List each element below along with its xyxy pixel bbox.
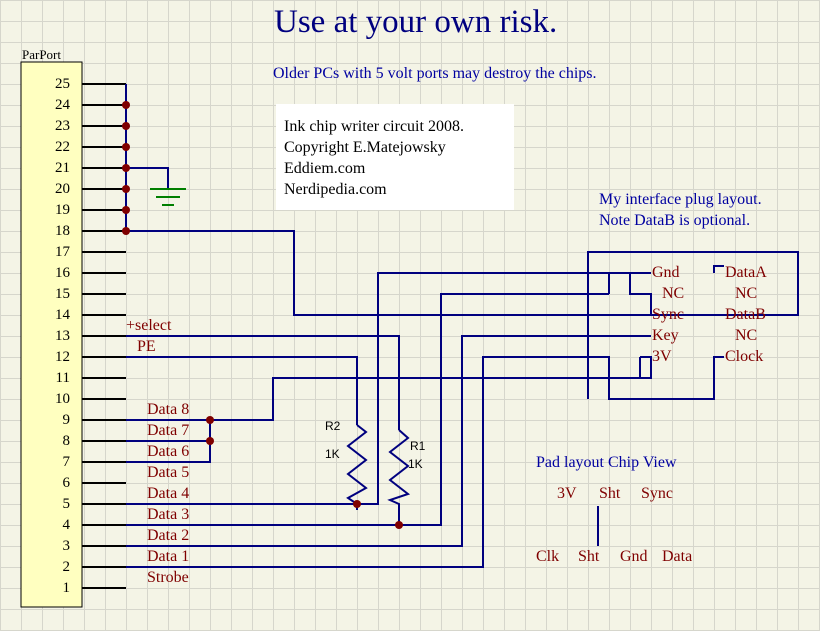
junction-dot [122, 122, 130, 130]
plug-pin-left: Key [652, 327, 679, 344]
page-title: Use at your own risk. [274, 4, 558, 40]
plug-pin-left: Gnd [652, 264, 680, 281]
pin-number: 8 [62, 433, 71, 449]
signal-label-data1: Data 1 [147, 548, 190, 565]
signal-label-data3: Data 3 [147, 506, 190, 523]
pin-number: 3 [62, 538, 71, 554]
3v-wire [210, 356, 652, 421]
pad-top-label: 3V [557, 485, 577, 502]
pad-top-label: Sht [599, 485, 621, 502]
plug-pin-right: DataA [725, 264, 767, 281]
r1-resistor-symbol [387, 429, 411, 525]
signal-label-strobe: Strobe [147, 569, 189, 586]
pin-number: 12 [55, 349, 70, 365]
junction-dot [206, 437, 214, 445]
pin-number: 20 [55, 181, 70, 197]
signal-label-data4: Data 4 [147, 485, 190, 502]
pin-number: 14 [55, 307, 70, 323]
pin-number: 9 [62, 412, 71, 428]
signal-label-pe: PE [137, 338, 156, 355]
plug-title-line2: Note DataB is optional. [599, 212, 751, 229]
copyright-line: Copyright E.Matejowsky [284, 139, 446, 156]
signal-label-data2: Data 2 [147, 527, 190, 544]
pin-number: 4 [62, 517, 71, 533]
pin-number: 10 [55, 391, 70, 407]
copyright-box [276, 104, 514, 210]
plug-pin-right: Clock [725, 348, 764, 365]
junction-dot [122, 164, 130, 172]
pad-bottom-label: Data [662, 548, 693, 565]
plug-pin-right: NC [735, 285, 758, 302]
junction-dots [122, 101, 403, 529]
junction-dot [395, 521, 403, 529]
parport-label: ParPort [22, 47, 61, 62]
ground-wire [126, 167, 169, 189]
signal-label-data6: Data 6 [147, 443, 190, 460]
data1-wire [126, 356, 724, 568]
ground-symbol [150, 188, 186, 206]
plug-wire [608, 272, 630, 294]
plug-pin-right: NC [735, 327, 758, 344]
copyright-line: Ink chip writer circuit 2008. [284, 118, 464, 135]
junction-dot [122, 185, 130, 193]
pin-number: 7 [62, 454, 71, 470]
r1-name: R1 [410, 439, 426, 453]
pad-top-label: Sync [641, 485, 673, 502]
pin-number: 1 [62, 580, 71, 596]
junction-dot [122, 227, 130, 235]
pin-number: 13 [55, 328, 70, 344]
pin-number: 17 [55, 244, 70, 260]
pin-number: 19 [55, 202, 70, 218]
r2-value: 1K [325, 447, 340, 461]
data2-wire [126, 335, 651, 547]
gnd-wire [126, 230, 799, 316]
pin-number: 2 [62, 559, 71, 575]
warning-text: Older PCs with 5 volt ports may destroy … [273, 65, 597, 82]
signal-label-select: +select [126, 317, 172, 334]
plug-pin-right: DataB [725, 306, 766, 323]
copyright-line: Nerdipedia.com [284, 181, 387, 198]
plug-pin-left: 3V [652, 348, 672, 365]
pin-number: 22 [55, 139, 70, 155]
plug-pin-left: NC [662, 285, 685, 302]
pin-number: 24 [55, 97, 70, 113]
select-wire [126, 335, 400, 430]
junction-dot [206, 416, 214, 424]
pin-number: 5 [62, 496, 71, 512]
pad-bottom-label: Gnd [620, 548, 648, 565]
pin-number: 18 [55, 223, 70, 239]
r1-value: 1K [408, 457, 423, 471]
signal-label-data5: Data 5 [147, 464, 190, 481]
plug-wire [713, 265, 724, 273]
pad-bottom-label: Clk [536, 548, 560, 565]
data3-wire [126, 293, 609, 526]
pin-number: 11 [55, 370, 70, 386]
junction-dot [353, 500, 361, 508]
plug-title-line1: My interface plug layout. [599, 191, 762, 208]
signal-label-data7: Data 7 [147, 422, 190, 439]
pin-number: 15 [55, 286, 70, 302]
pe-wire [126, 356, 358, 425]
pad-title: Pad layout Chip View [536, 454, 677, 471]
pin-number: 25 [55, 76, 70, 92]
junction-dot [122, 206, 130, 214]
junction-dot [122, 101, 130, 109]
plug-pin-left: Sync [652, 306, 684, 323]
pin-number: 23 [55, 118, 70, 134]
pin-number: 6 [62, 475, 71, 491]
r2-name: R2 [325, 419, 341, 433]
pad-bottom-label: Sht [578, 548, 600, 565]
junction-dot [122, 143, 130, 151]
parport-connector-body [20, 61, 83, 608]
pin-number: 21 [55, 160, 70, 176]
signal-label-data8: Data 8 [147, 401, 190, 418]
pin-number: 16 [55, 265, 70, 281]
copyright-line: Eddiem.com [284, 160, 366, 177]
pin-stubs [82, 83, 126, 589]
r2-resistor-symbol [346, 424, 368, 505]
